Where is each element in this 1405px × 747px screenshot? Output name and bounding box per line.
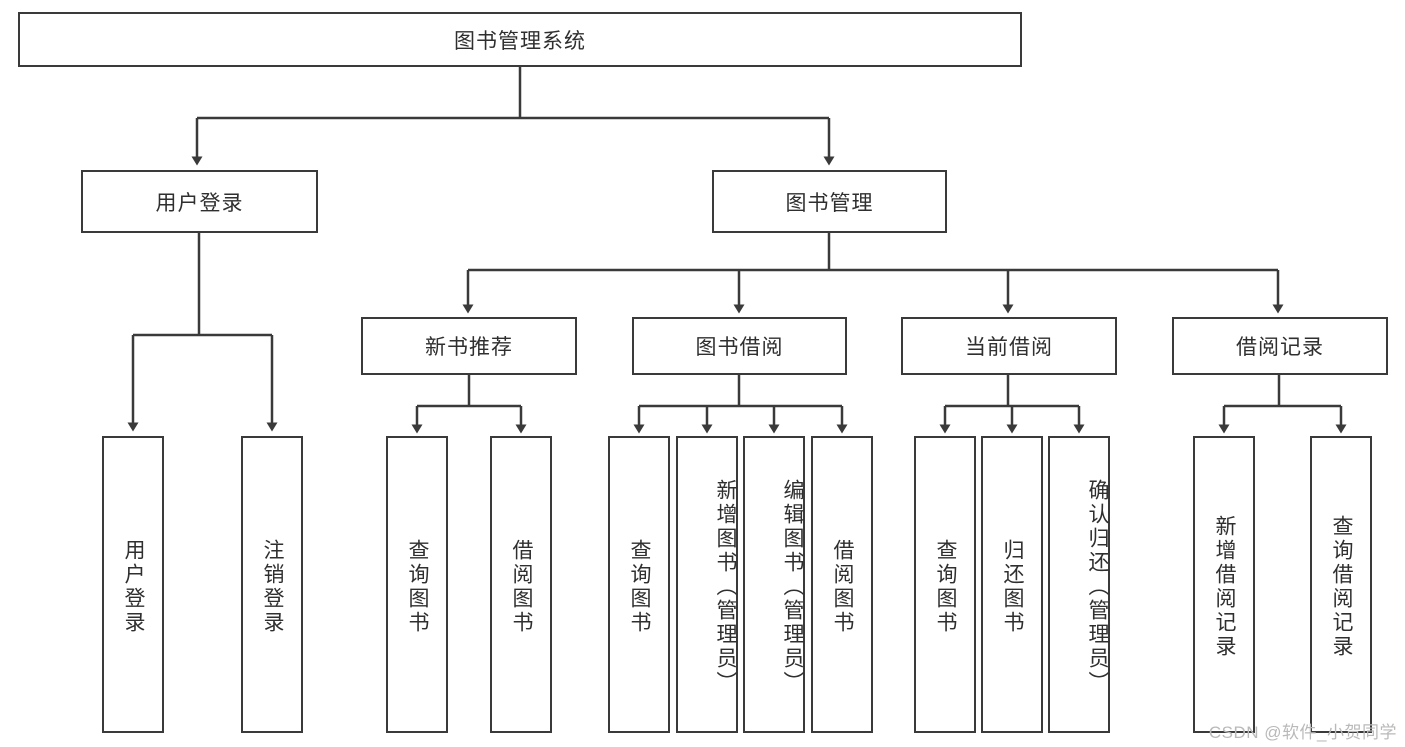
csdn-watermark: CSDN @软件_小贺同学	[1208, 723, 1397, 742]
node-label: 新增图书（管理员）	[714, 478, 737, 695]
leaf-new-book-recommend-0[interactable]: 查询图书	[386, 436, 448, 733]
node-label: 借阅记录	[1236, 336, 1324, 359]
node-label: 查询借阅记录	[1330, 514, 1354, 659]
node-label: 当前借阅	[965, 336, 1053, 359]
node-user-login[interactable]: 用户登录	[81, 170, 318, 233]
leaf-book-borrow-3[interactable]: 借阅图书	[811, 436, 873, 733]
node-root-book-management-system[interactable]: 图书管理系统	[18, 12, 1022, 67]
node-label: 注销登录	[261, 538, 285, 635]
node-label: 新书推荐	[425, 336, 513, 359]
node-label: 用户登录	[122, 538, 146, 635]
leaf-current-borrow-1[interactable]: 归还图书	[981, 436, 1043, 733]
leaf-borrow-record-0[interactable]: 新增借阅记录	[1193, 436, 1255, 733]
node-label: 查询图书	[934, 538, 958, 635]
node-label: 借阅图书	[510, 538, 534, 635]
node-label: 归还图书	[1001, 538, 1025, 635]
node-label: 查询图书	[628, 538, 652, 635]
leaf-user-login-1[interactable]: 注销登录	[241, 436, 303, 733]
node-label: 图书管理系统	[454, 29, 586, 53]
node-label: 编辑图书（管理员）	[781, 478, 804, 695]
node-book-management[interactable]: 图书管理	[712, 170, 947, 233]
node-label: 用户登录	[155, 191, 244, 215]
node-label: 新增借阅记录	[1213, 514, 1237, 659]
leaf-current-borrow-0[interactable]: 查询图书	[914, 436, 976, 733]
node-new-book-recommend[interactable]: 新书推荐	[361, 317, 577, 375]
leaf-new-book-recommend-1[interactable]: 借阅图书	[490, 436, 552, 733]
node-borrow-record[interactable]: 借阅记录	[1172, 317, 1388, 375]
node-current-borrow[interactable]: 当前借阅	[901, 317, 1117, 375]
node-book-borrow[interactable]: 图书借阅	[632, 317, 847, 375]
leaf-current-borrow-2[interactable]: 确认归还（管理员）	[1048, 436, 1110, 733]
node-label: 查询图书	[406, 538, 430, 635]
node-label: 图书管理	[785, 191, 874, 215]
leaf-book-borrow-0[interactable]: 查询图书	[608, 436, 670, 733]
leaf-book-borrow-1[interactable]: 新增图书（管理员）	[676, 436, 738, 733]
node-label: 确认归还（管理员）	[1086, 478, 1109, 695]
leaf-borrow-record-1[interactable]: 查询借阅记录	[1310, 436, 1372, 733]
leaf-book-borrow-2[interactable]: 编辑图书（管理员）	[743, 436, 805, 733]
leaf-user-login-0[interactable]: 用户登录	[102, 436, 164, 733]
node-label: 借阅图书	[831, 538, 855, 635]
node-label: 图书借阅	[695, 336, 784, 359]
